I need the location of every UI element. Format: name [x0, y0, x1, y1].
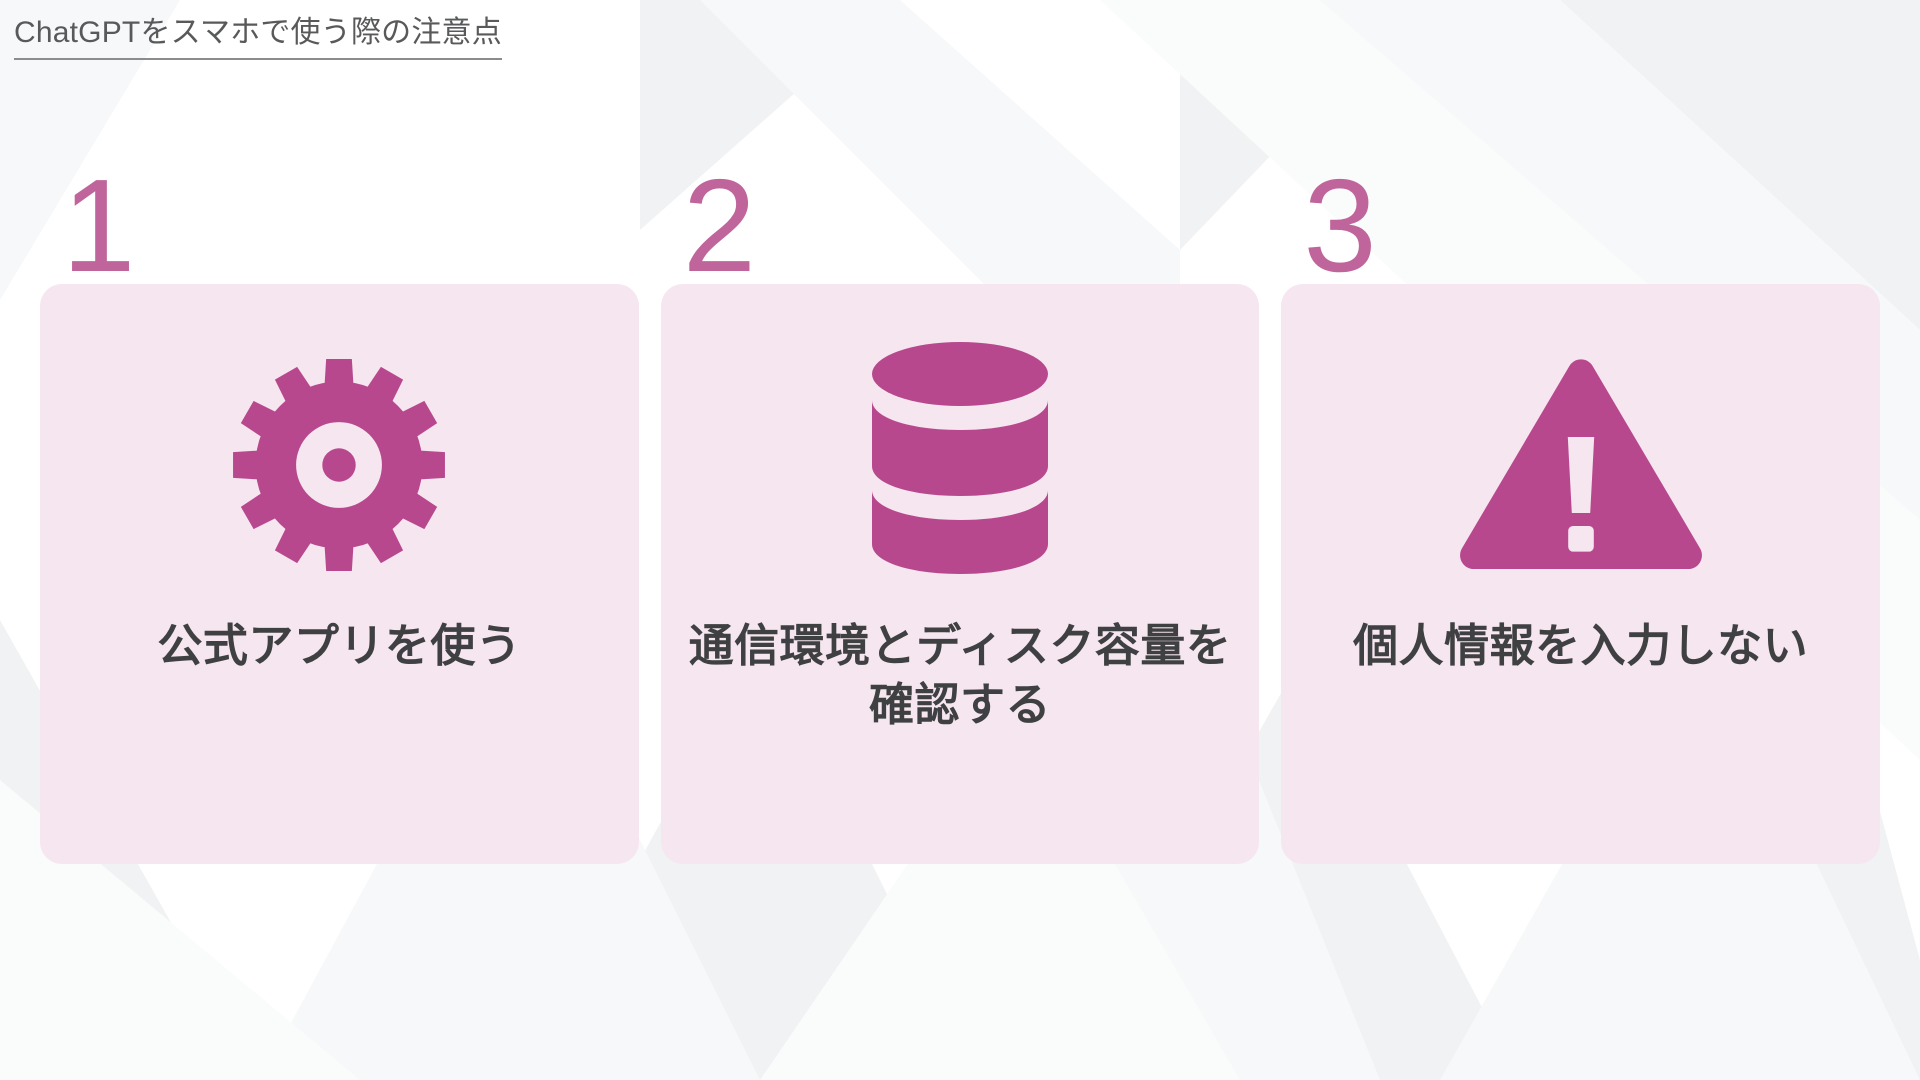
- card-number-2: 2: [682, 152, 757, 299]
- card-2[interactable]: 2 通信環境とディスク容量を確認する: [660, 160, 1260, 864]
- gear-icon: [223, 336, 455, 594]
- card-label-1: 公式アプリを使う: [157, 620, 522, 671]
- database-icon: [860, 336, 1060, 594]
- card-number-1: 1: [62, 152, 136, 299]
- title-underline-rule: [14, 57, 502, 60]
- card-label-2: 通信環境とディスク容量を確認する: [688, 620, 1232, 731]
- card-number-3: 3: [1303, 152, 1377, 299]
- page-title: ChatGPTをスマホで使う際の注意点: [14, 16, 502, 49]
- warning-triangle-icon: [1453, 336, 1709, 594]
- card-label-3: 個人情報を入力しない: [1353, 620, 1809, 671]
- card-1[interactable]: 1 公式アプリを使う: [40, 160, 639, 864]
- card-3[interactable]: 3 個人情報を入力しない: [1281, 160, 1881, 864]
- cards-row: 1 公式アプリを使う 2: [40, 160, 1881, 864]
- slide-title-container: ChatGPTをスマホで使う際の注意点: [14, 14, 502, 60]
